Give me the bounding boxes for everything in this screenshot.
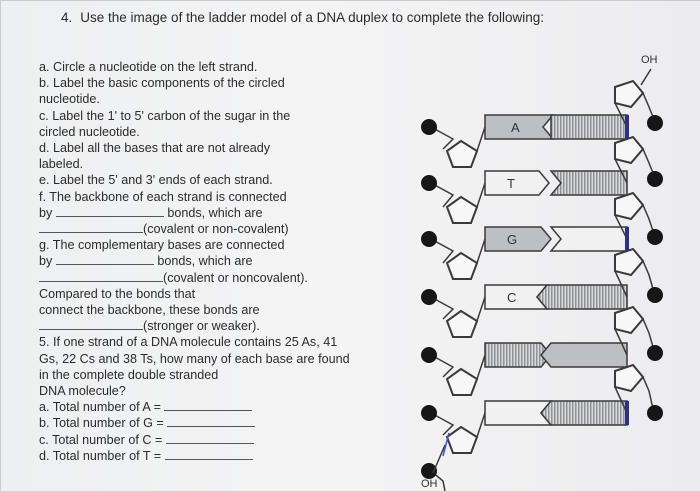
base-pair-1 — [484, 114, 629, 140]
phosphate-circle — [647, 345, 663, 361]
sugar-pentagon — [614, 247, 645, 277]
base-pair-2 — [484, 170, 628, 196]
sugar-pentagon — [445, 367, 479, 396]
base-label-g: G — [507, 232, 517, 247]
instruction-line: c. Label the 1' to 5' carbon of the suga… — [39, 108, 291, 123]
instruction-line: b. Label the basic components of the cir… — [39, 76, 285, 91]
instruction-line: d. Label all the bases that are not alre… — [39, 141, 271, 156]
instruction-line: a. Circle a nucleotide on the left stran… — [39, 60, 258, 74]
instruction-line: f. The backbone of each strand is connec… — [39, 189, 287, 204]
fill-f-line: by bonds, which are — [39, 205, 263, 220]
answer-blank[interactable] — [55, 253, 154, 266]
question-title: 4. Use the image of the ladder model of a… — [61, 10, 544, 25]
phosphate-circle — [647, 229, 663, 245]
phosphate-circle — [647, 287, 663, 303]
phosphate-circle — [421, 175, 437, 191]
phosphate-circle — [421, 289, 437, 305]
compare-line: connect the backbone, these bonds are — [39, 303, 260, 318]
answer-blank[interactable] — [39, 221, 143, 234]
base-label-a: A — [511, 120, 520, 135]
phosphate-circle — [647, 405, 663, 421]
dna-ladder-diagram[interactable]: A T G C — [401, 41, 691, 491]
sugar-pentagon — [614, 135, 645, 165]
answer-blank[interactable] — [55, 205, 164, 217]
right-sugars — [614, 79, 645, 393]
left-phosphates — [421, 119, 437, 479]
total-c-line: c. Total number of C = — [39, 432, 409, 448]
right-backbone — [640, 68, 654, 410]
answer-blank[interactable] — [39, 270, 163, 282]
answer-blank[interactable] — [164, 399, 253, 412]
question-five-line: DNA molecule? — [39, 384, 126, 399]
fill-g-hint-line: (covalent or noncovalent). — [39, 270, 409, 286]
sugar-pentagon — [445, 195, 479, 224]
instruction-block: a. Circle a nucleotide on the left stran… — [39, 59, 409, 464]
phosphate-circle — [647, 115, 663, 131]
sugar-pentagon — [614, 191, 645, 221]
base-pair-5 — [484, 342, 628, 368]
answer-blank[interactable] — [165, 432, 254, 444]
base-label-c: C — [507, 290, 516, 305]
base-pair-4 — [484, 284, 628, 310]
oh-label-top: OH — [641, 54, 658, 66]
phosphate-circle — [421, 347, 437, 363]
total-a-line: a. Total number of A = — [39, 399, 409, 415]
phosphate-circle — [421, 405, 437, 421]
instruction-line: nucleotide. — [39, 92, 100, 107]
question-five-line: Gs, 22 Cs and 38 Ts, how many of each ba… — [39, 351, 350, 366]
sugar-pentagon — [445, 139, 479, 168]
question-number: 4. — [61, 10, 73, 25]
phosphate-circle — [421, 119, 437, 135]
sugar-pentagon — [445, 309, 479, 338]
sugar-pentagon — [445, 251, 479, 280]
fill-f-hint-line: (covalent or non-covalent) — [39, 221, 409, 237]
left-glycosidic-links — [476, 126, 486, 438]
phosphate-circle — [421, 463, 437, 479]
question-five-line: 5. If one strand of a DNA molecule conta… — [39, 335, 338, 350]
bottom-oh-tail — [432, 444, 446, 474]
answer-blank[interactable] — [164, 448, 253, 460]
total-g-line: b. Total number of G = — [39, 415, 409, 431]
answer-blank[interactable] — [39, 318, 143, 331]
total-t-line: d. Total number of T = — [39, 448, 409, 464]
fill-g-line: g. The complementary bases are connected — [39, 238, 285, 253]
base-pair-6 — [484, 400, 629, 426]
fill-g-blank-line: by bonds, which are — [39, 253, 253, 269]
question-five-line: in the complete double stranded — [39, 367, 219, 382]
compare-line: Compared to the bonds that — [39, 286, 196, 301]
base-labels: A T G C — [507, 120, 520, 305]
instruction-line: e. Label the 5' and 3' ends of each stra… — [39, 173, 273, 188]
oh-label-bottom: OH — [421, 478, 438, 490]
base-label-t: T — [507, 176, 515, 191]
instruction-line: labeled. — [39, 157, 84, 172]
base-pair-3 — [484, 226, 629, 252]
base-pairs — [484, 114, 629, 426]
phosphate-circle — [647, 171, 663, 187]
compare-hint-line: (stronger or weaker). — [39, 318, 409, 334]
sugar-pentagon — [614, 79, 645, 109]
phosphate-circle — [421, 231, 437, 247]
right-glycosidic-links — [614, 102, 628, 414]
instruction-line: circled nucleotide. — [39, 124, 140, 139]
question-text: Use the image of the ladder model of a D… — [80, 10, 545, 25]
sugar-pentagon — [445, 425, 479, 454]
answer-blank[interactable] — [167, 415, 256, 428]
left-sugars — [445, 139, 479, 454]
sugar-pentagon — [614, 305, 645, 335]
bottom-oh-blue — [442, 432, 450, 457]
right-phosphates — [647, 115, 663, 421]
sugar-pentagon — [614, 363, 645, 393]
